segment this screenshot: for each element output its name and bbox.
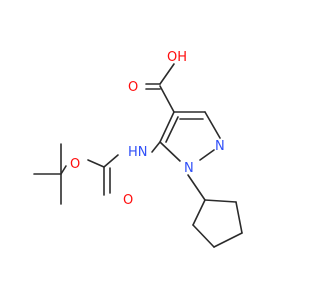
bond-n1-c5 — [159, 141, 181, 162]
bond-n1-cyclopentyl — [187, 174, 206, 201]
bond-ester-tbu — [60, 165, 67, 175]
bond-c5-c4-a — [159, 111, 175, 143]
bond-c5-nh — [151, 141, 161, 153]
bond-c3-n2 — [204, 111, 221, 139]
bond-cp-4 — [192, 224, 215, 248]
bond-carbamate-ester — [87, 159, 105, 168]
atom-carboxyl-oh: OH — [167, 50, 187, 65]
bond-cp-2 — [235, 201, 243, 234]
atom-carbamate-carbonyl-o: O — [123, 193, 133, 208]
bond-c5-c4-b — [165, 116, 179, 143]
bond-nh-carbamate-c — [103, 154, 119, 168]
atom-amide-nh: HN — [128, 145, 148, 160]
atom-ester-o: O — [70, 157, 80, 172]
structure-canvas: OH O N N HN O O — [33, 50, 243, 248]
bond-cp-5 — [192, 199, 206, 226]
atom-ring-n2: N — [215, 139, 225, 154]
molecule-structure: OH O N N HN O O — [33, 50, 243, 248]
bond-cp-1 — [204, 199, 237, 203]
atom-carbonyl-o-acid: O — [128, 80, 138, 95]
bond-cooh-oh — [159, 63, 175, 85]
bond-n2-n1 — [199, 149, 215, 161]
atom-ring-n1: N — [184, 161, 194, 176]
bond-cp-3 — [213, 232, 243, 248]
bond-cooh-ring — [159, 85, 175, 113]
